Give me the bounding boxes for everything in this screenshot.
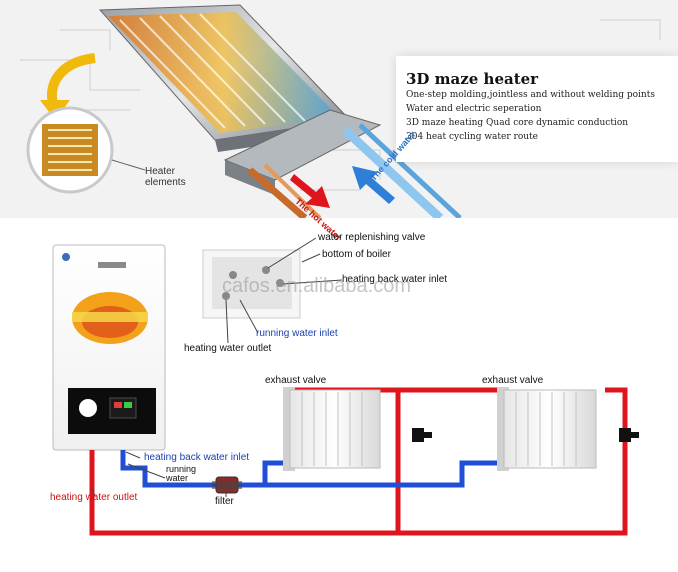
feature-line-1: One-step molding,jointless and without w… [406,90,655,100]
bottom-pointers [91,451,227,497]
heating-back-water-inlet-bottom-label: heating back water inlet [144,452,250,463]
exhaust-valve-label-2: exhaust valve [482,375,544,386]
running-water-bottom-line-2: water [166,473,189,483]
running-water-inlet-top-label: running water inlet [256,328,338,339]
radiator-1 [283,387,381,471]
cold-pipe-loop [120,450,497,488]
cold-water-arrow [352,166,395,204]
radiator-2 [497,387,597,471]
heater-pointer-line [111,159,146,171]
boiler-unit [52,244,166,451]
feature-line-2: Water and electric seperation [406,104,542,114]
water-replenishing-valve-label: water replenishing valve [318,232,426,243]
feature-panel [396,56,678,162]
filter-device [212,476,242,494]
banner-title: 3D maze heater [406,70,539,88]
bottom-of-boiler-label: bottom of boiler [322,249,391,260]
feature-line-3: 3D maze heating Quad core dynamic conduc… [406,118,629,128]
heater-elements-label: Heater elements [145,166,186,188]
heater-label-line-2: elements [145,177,186,188]
running-water-bottom-line-1: running [166,464,197,474]
heating-back-water-inlet-top-label: heating back water inlet [342,274,448,285]
watermark: cafos.en.alibaba.com [222,275,412,297]
filter-label: filter [215,496,234,507]
running-water-bottom-label: running water [166,465,196,483]
radiator-valve-2 [619,428,639,442]
heating-water-outlet-bottom-label: heating water outlet [50,492,138,503]
bottom-panel-pointers [225,237,343,344]
feature-line-4: 304 heat cycling water route [406,132,538,142]
radiator-valve-1 [412,428,432,442]
top-pipes [247,123,462,222]
heater-element-inset [26,106,114,194]
heater-label-line-1: Heater [145,166,176,177]
hot-water-arrow [290,174,330,208]
exhaust-valve-label-1: exhaust valve [265,375,327,386]
heating-water-outlet-top-label: heating water outlet [184,343,272,354]
